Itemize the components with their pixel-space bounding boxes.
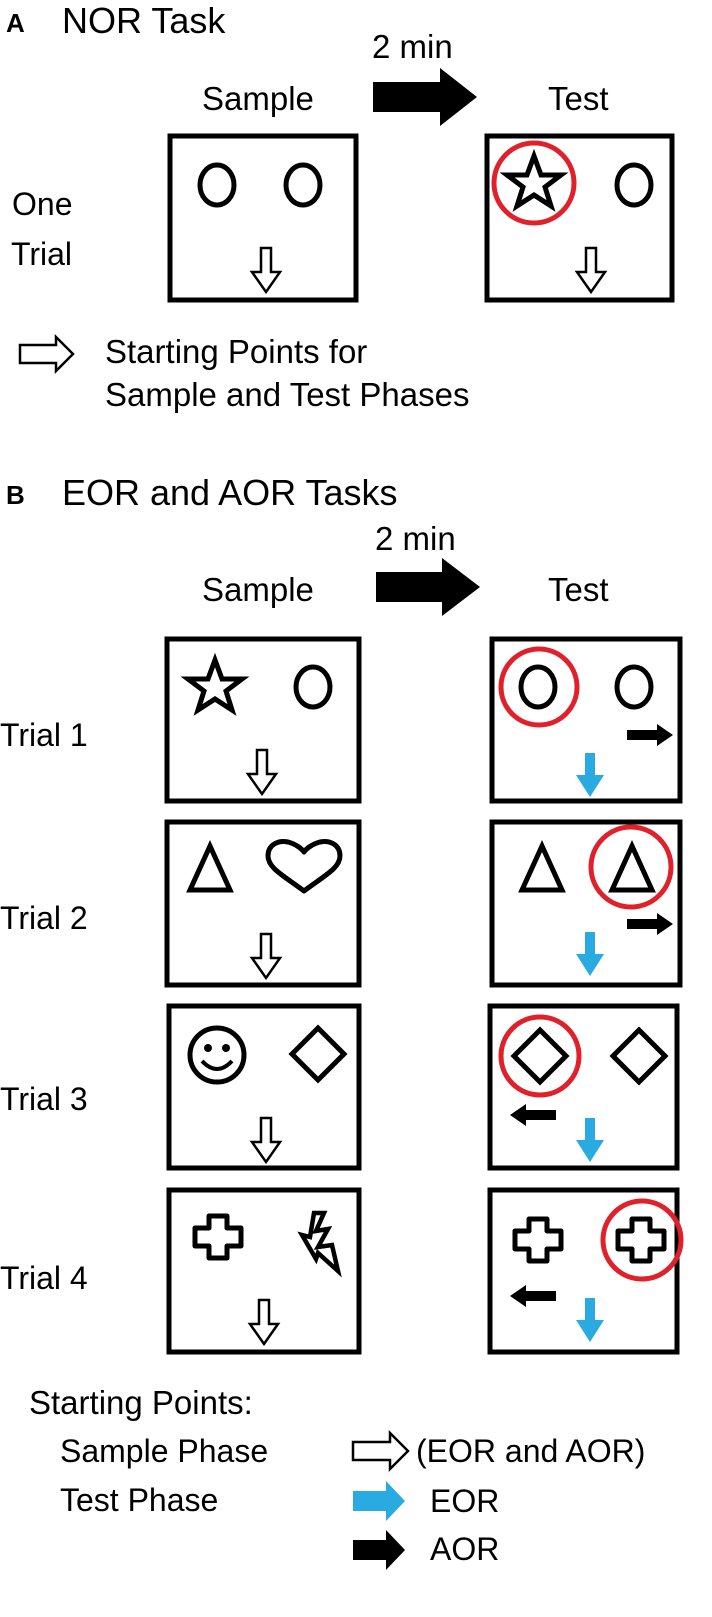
highlight-ring (588, 824, 674, 910)
eor-arrow-icon (576, 1298, 604, 1342)
highlight-ring (498, 646, 580, 728)
circle-icon (200, 165, 234, 205)
legend-aor: AOR (430, 1531, 500, 1567)
aor-arrow-icon (353, 1530, 405, 1570)
cross-icon (618, 1219, 664, 1261)
triangle-icon (522, 846, 562, 890)
open-arrow-icon (248, 1298, 280, 1346)
delay-arrow-icon (376, 558, 480, 616)
heart-icon (268, 842, 340, 891)
lightning-icon (302, 1213, 338, 1271)
triangle-icon (612, 846, 652, 890)
cross-icon (515, 1219, 561, 1261)
trial-1-test-box (489, 636, 683, 804)
trial-3-sample-box (166, 1003, 362, 1171)
trial-label: Trial 1 (0, 717, 88, 753)
highlight-ring (600, 1198, 684, 1282)
section-a-test-label: Test (548, 80, 609, 117)
section-b-delay: 2 min (375, 520, 456, 557)
diamond-icon (292, 1028, 344, 1080)
row-label-one: One (12, 186, 73, 222)
diamond-icon (613, 1030, 665, 1082)
legend-sample-text: (EOR and AOR) (416, 1433, 646, 1469)
legend-test-phase: Test Phase (60, 1482, 219, 1518)
open-arrow-icon (246, 748, 278, 796)
highlight-ring (491, 140, 577, 226)
open-arrow-icon (250, 932, 282, 980)
trial-1-sample-box (164, 636, 362, 804)
highlight-ring (498, 1014, 582, 1098)
triangle-icon (190, 846, 230, 890)
circle-icon (521, 667, 555, 707)
star-icon (188, 660, 242, 710)
aor-arrow-icon (510, 1104, 556, 1126)
nor-test-box (484, 133, 675, 303)
eor-arrow-icon (576, 753, 604, 797)
section-a-sample-label: Sample (202, 80, 314, 117)
trial-3-test-box (487, 1003, 680, 1171)
panel-label-b: B (6, 480, 25, 510)
trial-4-test-box (487, 1187, 684, 1355)
trial-label: Trial 4 (0, 1260, 88, 1296)
trial-2-test-box (489, 819, 683, 988)
nor-sample-box (167, 133, 359, 303)
circle-icon (617, 667, 651, 707)
aor-arrow-icon (627, 724, 673, 746)
trial-2-sample-box (164, 819, 362, 988)
legend-eor: EOR (430, 1483, 500, 1519)
section-b-title: EOR and AOR Tasks (62, 472, 398, 513)
aor-arrow-icon (510, 1285, 556, 1307)
delay-arrow-icon (373, 68, 477, 126)
section-b-sample-label: Sample (202, 571, 314, 608)
legend-title: Starting Points: (29, 1384, 253, 1421)
circle-icon (286, 165, 320, 205)
eor-arrow-icon (576, 1118, 604, 1162)
panel-label-a: A (6, 8, 25, 38)
eor-arrow-icon (353, 1481, 405, 1521)
trial-4-sample-box (166, 1187, 362, 1355)
circle-icon (617, 165, 651, 205)
section-a-delay: 2 min (372, 28, 453, 65)
legend-a-line1: Starting Points for (105, 333, 368, 370)
aor-arrow-icon (627, 913, 673, 935)
open-arrow-icon (575, 246, 607, 294)
diamond-icon (514, 1030, 566, 1082)
section-a-title: NOR Task (62, 0, 226, 41)
open-arrow-icon (250, 246, 282, 294)
cross-icon (195, 1216, 241, 1258)
row-label-trial: Trial (11, 236, 73, 272)
smiley-icon (190, 1028, 244, 1082)
trial-label: Trial 3 (0, 1081, 88, 1117)
section-b-test-label: Test (548, 571, 609, 608)
legend-a-line2: Sample and Test Phases (105, 376, 470, 413)
star-icon (507, 156, 561, 206)
trial-label: Trial 2 (0, 900, 88, 936)
open-arrow-icon (18, 333, 75, 375)
open-arrow-icon (250, 1116, 282, 1164)
legend-sample-phase: Sample Phase (60, 1433, 269, 1469)
open-arrow-icon (351, 1429, 410, 1473)
circle-icon (296, 667, 330, 707)
eor-arrow-icon (576, 932, 604, 976)
